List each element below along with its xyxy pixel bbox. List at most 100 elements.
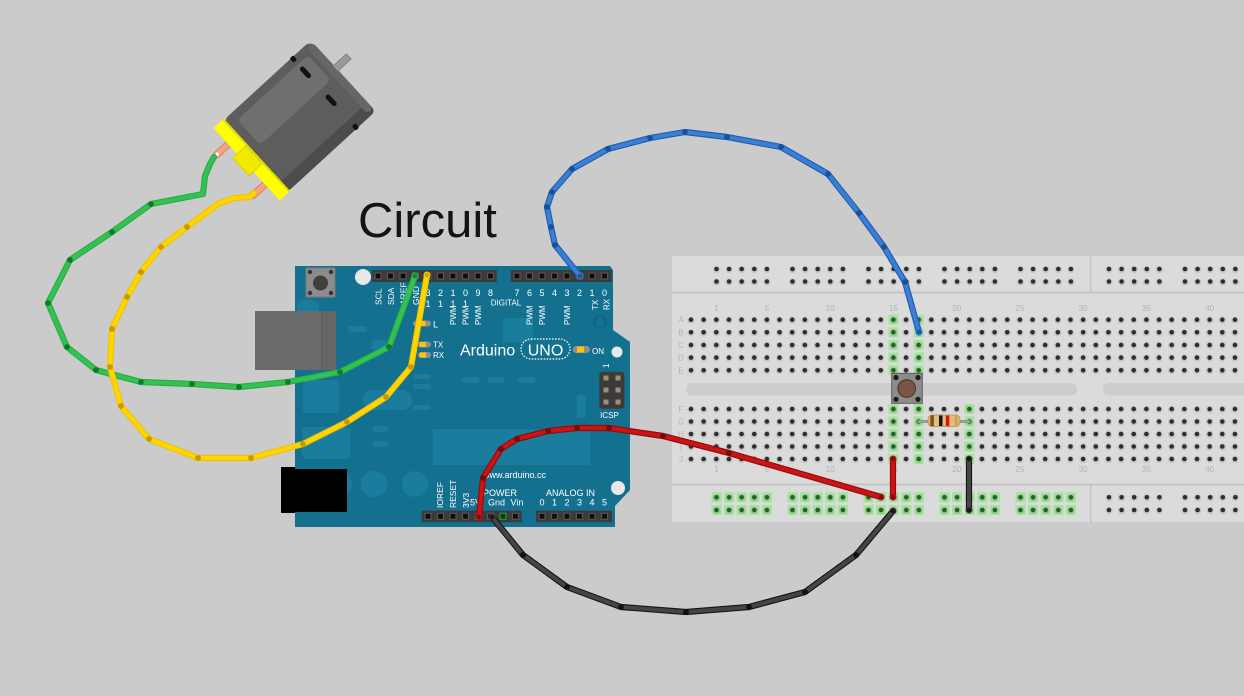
hole-socket [789, 317, 795, 323]
hole-socket [802, 355, 808, 360]
hole-socket [777, 342, 782, 348]
breadboard-hole [1041, 316, 1049, 324]
hole-socket [967, 266, 972, 272]
hole-socket [802, 495, 808, 500]
hole-socket [789, 456, 795, 462]
hole-socket [992, 495, 998, 500]
breadboard-hole [1003, 418, 1011, 426]
breadboard-hole [712, 405, 720, 414]
breadboard-hole-connected [964, 441, 975, 452]
power-rail-hole [1130, 494, 1138, 502]
hole-socket [954, 444, 959, 449]
hole-socket [726, 431, 732, 437]
breadboard-hole [864, 455, 872, 464]
hole-socket [979, 355, 985, 360]
hole-socket [739, 444, 744, 449]
breadboard-hole [1054, 443, 1062, 451]
header-pin [461, 272, 470, 280]
hole-socket [1119, 495, 1124, 500]
hole-socket [1131, 317, 1137, 323]
breadboard-hole [902, 341, 910, 350]
wire-bend-point [902, 279, 908, 285]
breadboard-hole [1231, 316, 1239, 324]
breadboard-hole [1066, 329, 1075, 337]
analog-pin-number: 0 [539, 498, 544, 508]
hole-socket [853, 406, 858, 412]
hole-socket [1043, 507, 1048, 513]
breadboard-hole [1218, 354, 1227, 362]
hole-socket [1156, 431, 1162, 437]
hole-socket [865, 406, 871, 412]
breadboard-hole [1016, 354, 1024, 362]
hole-socket [1017, 317, 1023, 323]
header-pin-socket [463, 273, 468, 279]
breadboard-hole [940, 354, 948, 362]
breadboard-hole [864, 329, 872, 337]
hole-socket [916, 406, 921, 412]
wire-bend-point [544, 204, 550, 210]
power-rail-hole [890, 278, 898, 286]
wire-bend-point [514, 436, 520, 442]
hole-socket [1220, 368, 1225, 373]
hole-socket [979, 406, 985, 412]
hole-socket [1232, 406, 1238, 412]
breadboard-hole [1180, 354, 1189, 362]
hole-socket [1055, 456, 1061, 462]
pin-label-scl: SCL [373, 288, 383, 305]
breadboard-hole [1066, 316, 1075, 324]
header-pin [449, 272, 457, 280]
hole-socket [1195, 279, 1200, 284]
power-rail-hole [864, 278, 873, 286]
power-rail-hole-connected [876, 505, 887, 515]
hole-socket [1004, 444, 1010, 449]
hole-socket [751, 444, 757, 449]
hole-socket [827, 419, 833, 424]
wire-black-short [965, 455, 973, 514]
hole-socket [1207, 456, 1212, 462]
pin-label-aref: AREF [398, 282, 408, 305]
hole-socket [1004, 342, 1010, 348]
hole-socket [714, 419, 719, 424]
hole-socket [1220, 266, 1226, 272]
board-pad [348, 326, 367, 332]
arduino-model: UNO [528, 343, 564, 360]
breadboard-hole [1117, 354, 1125, 362]
hole-socket [714, 406, 719, 412]
hole-socket [815, 279, 820, 284]
resistor-band-2 [939, 415, 943, 426]
hole-socket [891, 431, 896, 437]
pin-label-reset: RESET [448, 480, 458, 508]
wire-bend-point [107, 364, 113, 370]
power-rail-hole [1231, 506, 1240, 515]
hole-socket [865, 431, 871, 437]
power-rail-hole [814, 265, 822, 274]
hole-socket [891, 406, 896, 412]
hole-socket [751, 317, 757, 323]
breadboard-hole [1130, 443, 1138, 451]
pin-number: 0 [463, 288, 468, 298]
breadboard-hole [1142, 341, 1151, 350]
analog-pin-number: 4 [589, 498, 594, 508]
hole-socket [688, 406, 694, 412]
power-rail-hole-connected [863, 505, 874, 515]
breadboard-hole [1205, 316, 1214, 324]
breadboard-hole [687, 430, 695, 439]
breadboard-hole [712, 367, 720, 375]
breadboard-hole [1003, 329, 1011, 337]
hole-socket [1055, 330, 1061, 335]
breadboard-hole [813, 455, 822, 464]
hole-socket [726, 342, 732, 348]
hole-socket [1182, 507, 1188, 513]
led-tx [418, 341, 431, 348]
hole-socket [840, 266, 846, 272]
hole-socket [979, 342, 985, 348]
column-number: 10 [826, 304, 835, 313]
power-rail-hole [1231, 494, 1240, 502]
hole-socket [1182, 330, 1187, 335]
hole-socket [840, 444, 846, 449]
hole-socket [840, 342, 846, 348]
breadboard-hole [1041, 341, 1049, 350]
breadboard-hole [1104, 418, 1113, 426]
hole-socket [1220, 317, 1225, 323]
power-rail-hole [915, 278, 923, 286]
